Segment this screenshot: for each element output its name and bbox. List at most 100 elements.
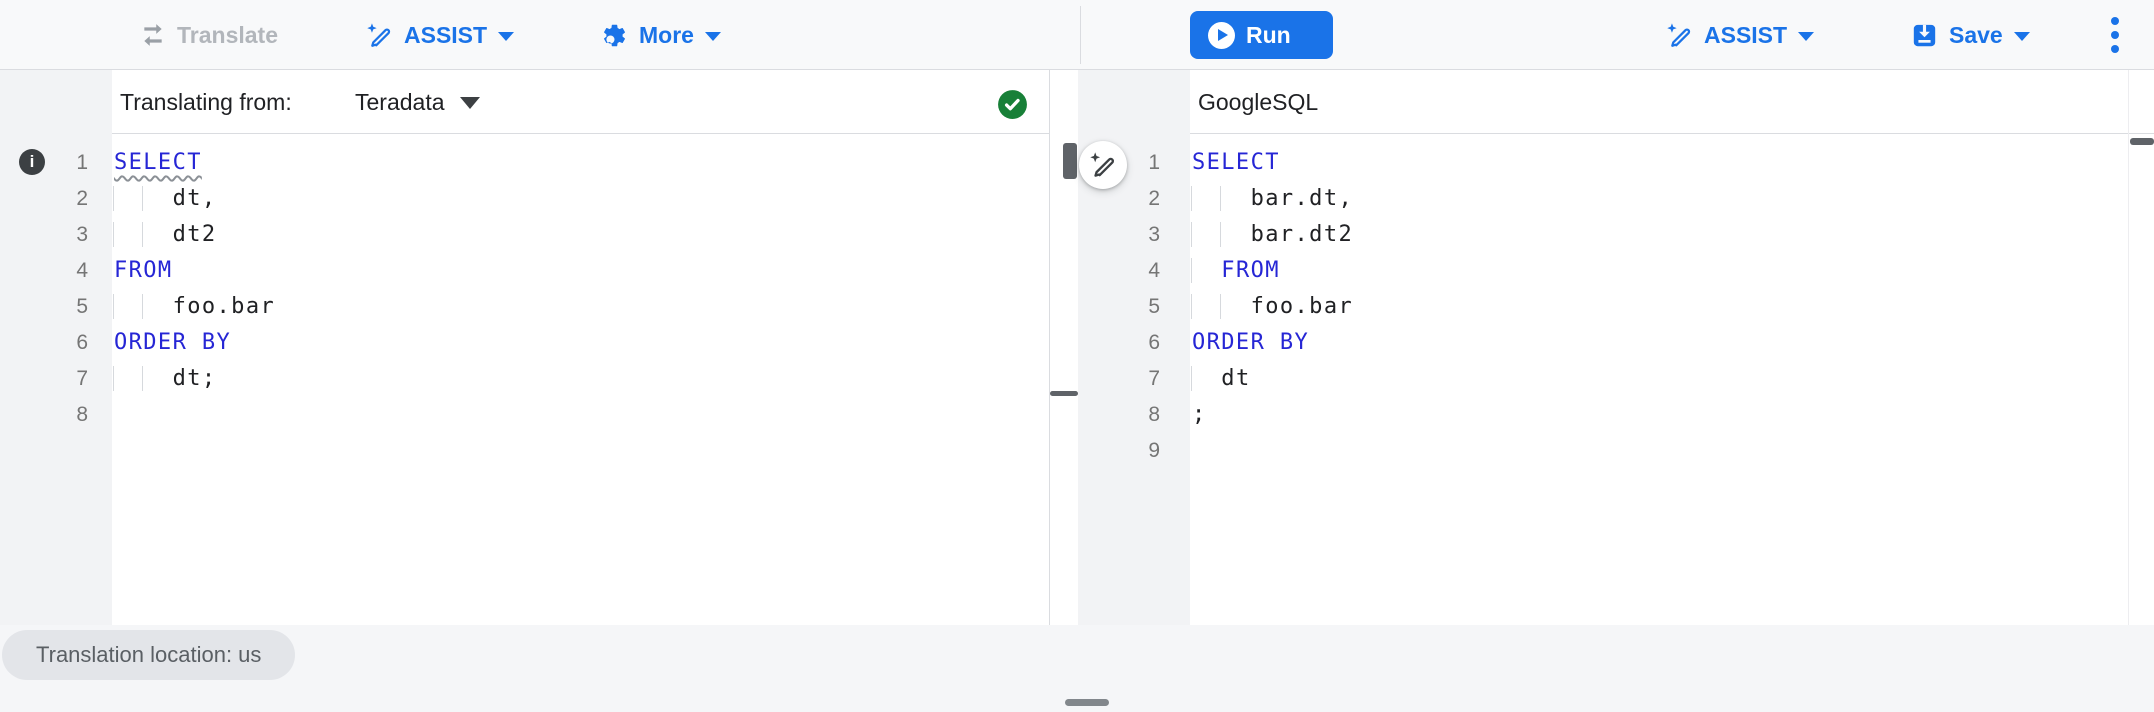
gear-icon (603, 24, 626, 46)
line-number: 7 (1148, 367, 1160, 390)
sql-keyword: SELECT (1192, 150, 1280, 175)
sql-text: dt2 (172, 222, 217, 247)
code-line (114, 397, 1034, 433)
indent-guide (1220, 186, 1251, 211)
code-line: SELECT (1192, 145, 2122, 181)
line-number: 2 (76, 187, 88, 210)
source-dialect-label: Translating from: (120, 88, 292, 115)
indent-guide (1191, 294, 1222, 319)
more-label: More (639, 21, 694, 48)
more-button[interactable]: More (601, 0, 721, 70)
line-number: 2 (1148, 187, 1160, 210)
code-line: foo.bar (113, 289, 1034, 325)
translate-button[interactable]: Translate (140, 0, 278, 70)
line-number: 8 (1148, 403, 1160, 426)
chevron-down-icon (2013, 31, 2030, 41)
code-line: ORDER BY (114, 325, 1034, 361)
sql-keyword: ORDER BY (1192, 330, 1310, 355)
code-line: dt, (113, 181, 1034, 217)
right-scroll-track (2128, 70, 2129, 626)
code-line: ORDER BY (1192, 325, 2122, 361)
chevron-down-icon (704, 31, 721, 41)
info-icon[interactable]: i (19, 149, 45, 175)
right-scrollbar-thumb[interactable] (2130, 138, 2154, 145)
line-number: 6 (76, 331, 88, 354)
target-pane-header (1190, 70, 2154, 134)
info-glyph: i (29, 152, 35, 171)
line-number: 1 (76, 151, 88, 174)
indent-guide (142, 222, 173, 247)
indent-guide (113, 222, 144, 247)
line-number: 3 (76, 223, 88, 246)
sql-text: ; (1192, 402, 1207, 427)
assist-button-right[interactable]: ASSIST (1666, 0, 1815, 70)
sql-text: foo.bar (1250, 294, 1354, 319)
indent-guide (1191, 222, 1222, 247)
assist-fab-button[interactable] (1079, 141, 1127, 189)
indent-guide (1191, 186, 1222, 211)
indent-guide (113, 186, 144, 211)
indent-guide (1220, 294, 1251, 319)
source-pane-header (112, 70, 1049, 134)
assist-right-label: ASSIST (1704, 21, 1788, 48)
toolbar: Translate ASSIST More Run (0, 0, 2154, 70)
sql-text: bar.dt, (1250, 186, 1354, 211)
chevron-down-icon (498, 31, 515, 41)
location-chip-label: Translation location: us (36, 642, 262, 667)
line-number: 4 (76, 259, 88, 282)
line-number: 7 (76, 367, 88, 390)
dialect-value: Teradata (355, 88, 445, 115)
code-line (1192, 433, 2122, 469)
indent-guide (142, 294, 173, 319)
sql-keyword: FROM (1221, 258, 1280, 283)
indent-guide (113, 366, 144, 391)
line-number: 4 (1148, 259, 1160, 282)
chevron-down-icon (1798, 31, 1815, 41)
chevron-down-icon (459, 97, 480, 109)
magic-pen-icon (367, 22, 391, 47)
overflow-menu-button[interactable] (2103, 10, 2127, 60)
swap-arrows-icon (144, 24, 162, 46)
magic-pen-icon (1667, 22, 1691, 47)
save-button[interactable]: Save (1911, 0, 2030, 70)
line-number: 9 (1148, 439, 1160, 462)
source-editor-gutter (0, 70, 112, 626)
location-chip: Translation location: us (2, 630, 296, 680)
indent-guide (1191, 366, 1222, 391)
line-number: 6 (1148, 331, 1160, 354)
sql-text: foo.bar (172, 294, 276, 319)
left-scrollbar-thumb[interactable] (1063, 143, 1077, 179)
footer-bar: Translation location: us (0, 625, 2154, 712)
editor-splitter-handle[interactable] (1050, 391, 1078, 396)
code-line: foo.bar (1191, 289, 2122, 325)
toolbar-divider (1080, 6, 1081, 64)
run-button[interactable]: Run (1190, 11, 1333, 59)
line-number: 1 (1148, 151, 1160, 174)
sql-text: dt; (172, 366, 217, 391)
code-line: FROM (1191, 253, 2122, 289)
assist-left-label: ASSIST (404, 21, 488, 48)
sql-text: bar.dt2 (1250, 222, 1354, 247)
kebab-icon (2111, 17, 2119, 25)
code-line: bar.dt, (1191, 181, 2122, 217)
pane-divider (1049, 70, 1050, 626)
kebab-icon (2111, 45, 2119, 53)
indent-guide (142, 366, 173, 391)
indent-guide (1191, 258, 1222, 283)
sql-keyword: SELECT (114, 150, 202, 175)
target-dialect-label: GoogleSQL (1198, 88, 1319, 115)
sql-text: dt (1221, 366, 1251, 391)
indent-guide (1220, 222, 1251, 247)
play-icon (1208, 21, 1235, 49)
bottom-splitter-handle[interactable] (1065, 699, 1109, 706)
assist-button-left[interactable]: ASSIST (366, 0, 515, 70)
line-number: 3 (1148, 223, 1160, 246)
code-line: ; (1192, 397, 2122, 433)
dialect-dropdown[interactable]: Teradata (355, 70, 480, 134)
line-number: 8 (76, 403, 88, 426)
